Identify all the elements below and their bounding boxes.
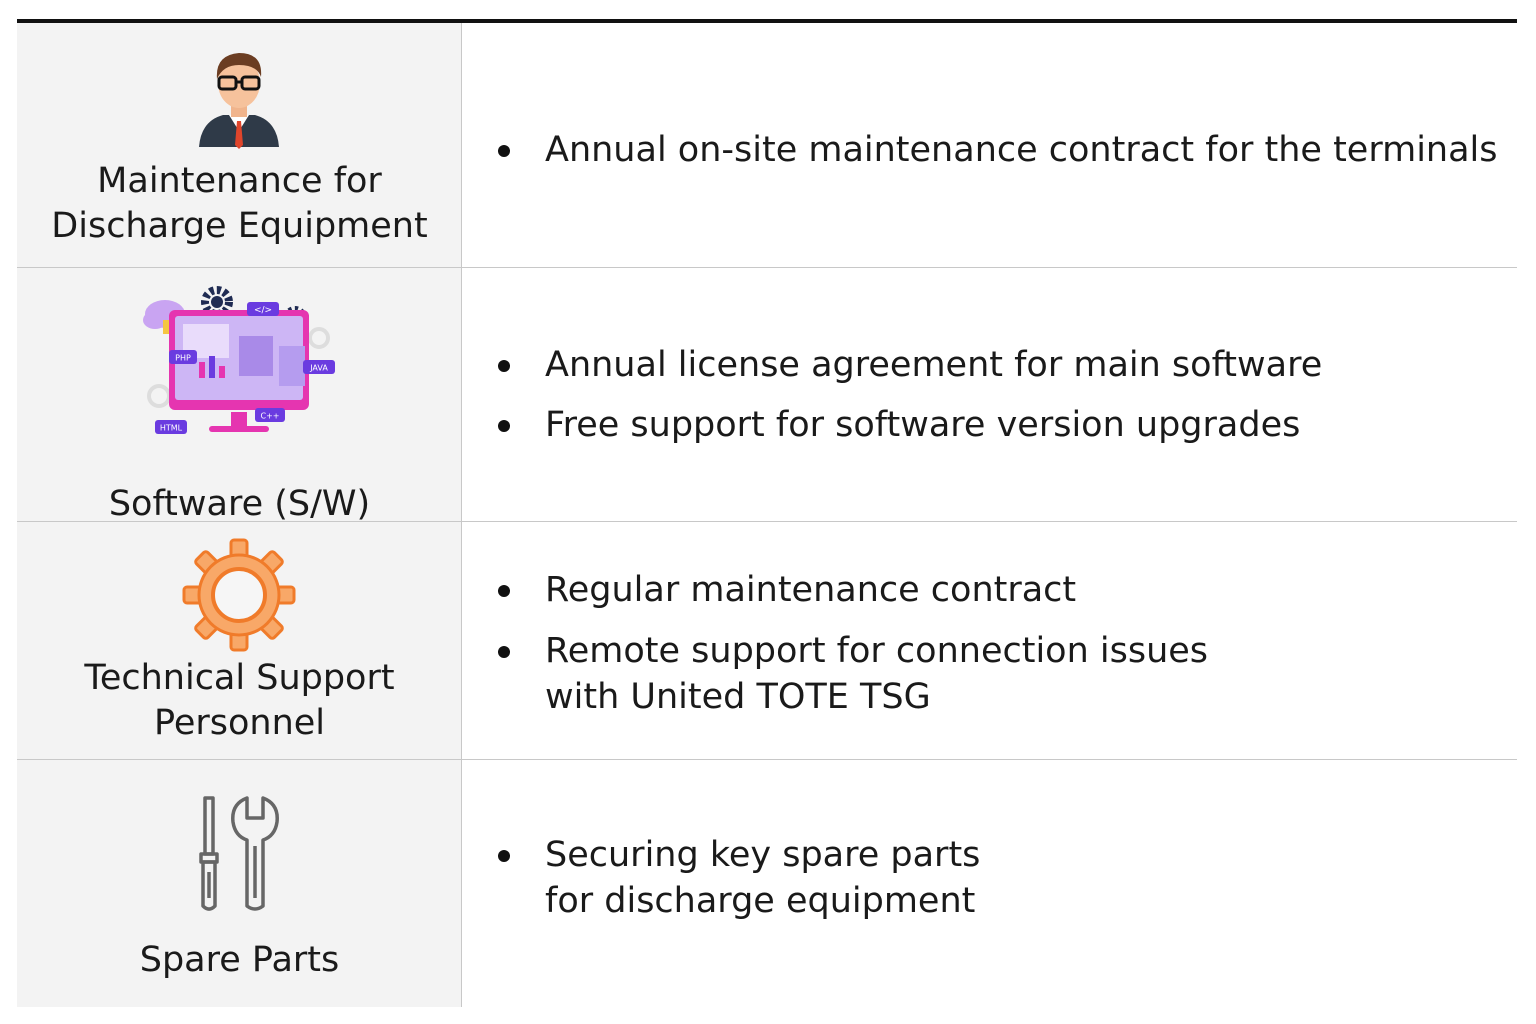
category-label: Maintenance for Discharge Equipment <box>51 161 428 246</box>
description-cell: Annual license agreement for main softwa… <box>462 268 1517 521</box>
bullet-item: Free support for software version upgrad… <box>498 402 1322 448</box>
bullet-item: Annual on-site maintenance contract for … <box>498 127 1498 173</box>
bullet-item: Securing key spare parts for discharge e… <box>498 832 980 924</box>
description-cell: Regular maintenance contract Remote supp… <box>462 522 1517 759</box>
table-row: Maintenance for Discharge Equipment Annu… <box>17 23 1517 268</box>
code-tag-label: PHP <box>175 354 191 363</box>
category-cell: Technical Support Personnel <box>17 522 462 759</box>
bullet-item: Regular maintenance contract <box>498 567 1208 613</box>
bullet-list: Regular maintenance contract Remote supp… <box>498 567 1208 720</box>
bullet-list: Annual license agreement for main softwa… <box>498 342 1322 448</box>
bullet-list: Securing key spare parts for discharge e… <box>498 832 980 924</box>
category-label: Software (S/W) <box>108 484 371 524</box>
service-table: Maintenance for Discharge Equipment Annu… <box>17 19 1517 1007</box>
table-row: Spare Parts Securing key spare parts for… <box>17 760 1517 1007</box>
description-cell: Annual on-site maintenance contract for … <box>462 23 1517 267</box>
person-icon <box>199 53 279 149</box>
bullet-list: Annual on-site maintenance contract for … <box>498 127 1498 173</box>
category-cell: Spare Parts <box>17 760 462 1007</box>
description-cell: Securing key spare parts for discharge e… <box>462 760 1517 1007</box>
category-cell: Maintenance for Discharge Equipment <box>17 23 462 267</box>
category-label: Spare Parts <box>139 940 340 980</box>
category-cell: </> PHP JAVA HTML C++ Software (S/W) <box>17 268 462 524</box>
table-row: </> PHP JAVA HTML C++ Software (S/W) Ann… <box>17 268 1517 524</box>
bullet-item: Annual license agreement for main softwa… <box>498 342 1322 388</box>
code-tag-label: </> <box>254 306 272 316</box>
bullet-item: Remote support for connection issues wit… <box>498 628 1208 720</box>
code-tag-label: JAVA <box>309 364 328 373</box>
gear-icon <box>182 538 296 652</box>
category-label: Technical Support Personnel <box>84 658 395 743</box>
table-row: Technical Support Personnel Regular main… <box>17 522 1517 760</box>
software-monitor-icon: </> PHP JAVA HTML C++ <box>143 286 335 434</box>
code-tag-label: HTML <box>160 424 183 433</box>
tools-icon <box>199 796 279 911</box>
code-tag-label: C++ <box>261 412 280 421</box>
